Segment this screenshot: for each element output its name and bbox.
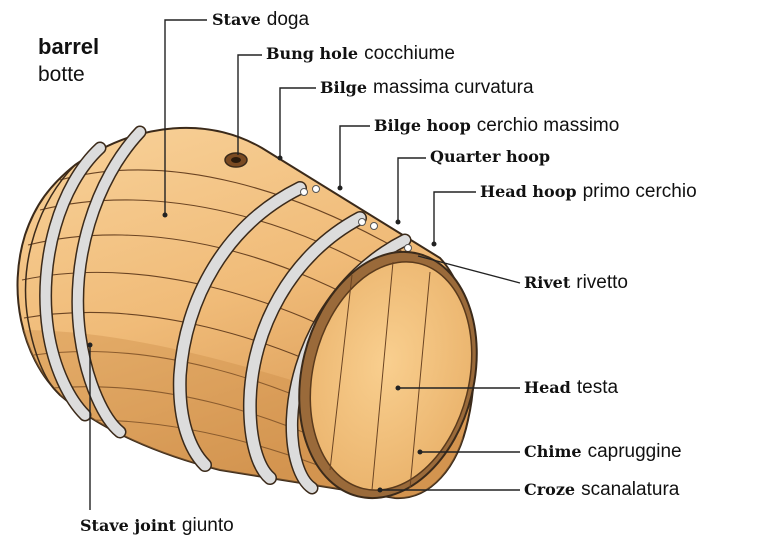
label-stave-en: Stave	[212, 10, 261, 29]
rivet-icon	[301, 189, 308, 196]
label-bilge-en: Bilge	[320, 78, 367, 97]
label-bilge: Bilge massima curvatura	[320, 78, 534, 97]
label-stave-joint: Stave joint giunto	[80, 516, 234, 535]
label-bilge-hoop-it: cerchio massimo	[477, 115, 620, 136]
label-rivet: Rivet rivetto	[524, 273, 628, 292]
label-head-hoop: Head hoop primo cerchio	[480, 182, 697, 201]
label-head: Head testa	[524, 378, 618, 397]
label-rivet-en: Rivet	[524, 273, 570, 292]
title-italian: botte	[38, 64, 85, 85]
label-bung-hole: Bung hole cocchiume	[266, 44, 455, 63]
label-chime: Chime capruggine	[524, 442, 682, 461]
label-bilge-hoop: Bilge hoop cerchio massimo	[374, 116, 619, 135]
label-stave-joint-it: giunto	[182, 515, 234, 536]
label-rivet-it: rivetto	[576, 272, 628, 293]
label-bilge-hoop-en: Bilge hoop	[374, 116, 471, 135]
label-bilge-it: massima curvatura	[373, 77, 534, 98]
label-bung-hole-it: cocchiume	[364, 43, 455, 64]
leader-head-hoop	[434, 192, 476, 244]
label-quarter-hoop-en: Quarter hoop	[430, 147, 550, 166]
label-quarter-hoop: Quarter hoop	[430, 149, 550, 166]
label-stave-joint-en: Stave joint	[80, 516, 176, 535]
leader-quarter-hoop	[398, 158, 426, 222]
label-head-en: Head	[524, 378, 571, 397]
label-bung-hole-en: Bung hole	[266, 44, 358, 63]
label-head-hoop-it: primo cerchio	[583, 181, 697, 202]
title-english: barrel	[38, 36, 99, 58]
label-chime-it: capruggine	[588, 441, 682, 462]
leader-bilge-hoop	[340, 126, 370, 188]
label-head-hoop-en: Head hoop	[480, 182, 577, 201]
rivet-icon	[371, 223, 378, 230]
label-stave-it: doga	[267, 9, 309, 30]
rivet-icon	[313, 186, 320, 193]
label-croze-it: scanalatura	[581, 479, 679, 500]
label-croze: Croze scanalatura	[524, 480, 679, 499]
rivet-icon	[359, 219, 366, 226]
label-head-it: testa	[577, 377, 618, 398]
label-croze-en: Croze	[524, 480, 575, 499]
label-chime-en: Chime	[524, 442, 582, 461]
label-stave: Stave doga	[212, 10, 309, 29]
bung-hole-icon	[225, 153, 247, 167]
leader-bilge	[280, 88, 316, 158]
rivet-icon	[405, 245, 412, 252]
